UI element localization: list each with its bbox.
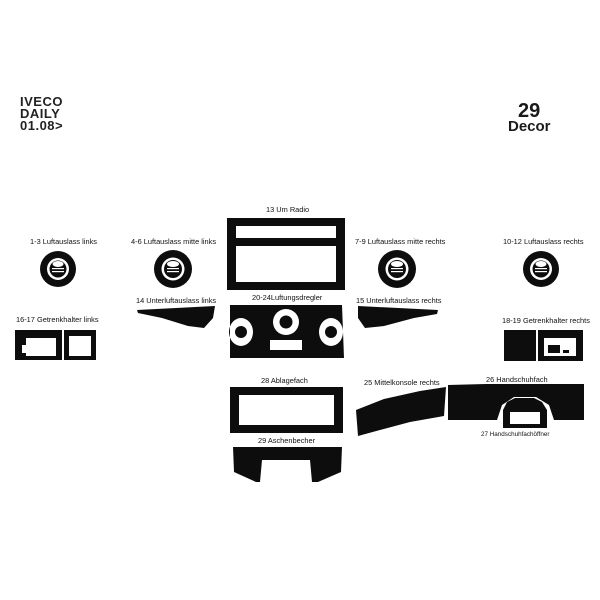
label-vent-left: 1-3 Luftauslass links	[30, 237, 97, 246]
part-vent-right	[523, 251, 559, 287]
label-lower-vent-right: 15 Unterluftauslass rechts	[356, 296, 442, 305]
label-vent-mid-right: 7-9 Luftauslass mitte rechts	[355, 237, 446, 246]
label-cupholder-right: 18-19 Getrenkhalter rechts	[502, 316, 590, 325]
part-vent-mid-left	[154, 250, 192, 288]
label-glovebox: 26 Handschuhfach	[486, 375, 548, 384]
part-console-right	[356, 387, 446, 436]
part-lower-vent-left	[137, 306, 215, 328]
label-vent-mid-left: 4-6 Luftauslass mitte links	[131, 237, 217, 246]
label-ashtray: 29 Aschenbecher	[258, 436, 316, 445]
brand-name: IVECO	[20, 94, 63, 109]
label-cupholder-left: 16-17 Getrenkhalter links	[16, 315, 99, 324]
label-storage: 28 Ablagefach	[261, 376, 308, 385]
part-lower-vent-right	[358, 306, 438, 328]
part-cupholder-left	[15, 330, 96, 360]
label-glovebox-opener: 27 Handschuhfachöffner	[481, 431, 550, 438]
part-radio-surround	[227, 218, 345, 290]
part-storage-tray	[230, 387, 343, 433]
label-console-right: 25 Mittelkonsole rechts	[364, 378, 440, 387]
label-vent-right: 10-12 Luftauslass rechts	[503, 237, 584, 246]
part-regulator-panel	[229, 305, 344, 358]
kit-number: 29	[518, 100, 541, 122]
model-date: 01.08>	[20, 118, 64, 133]
part-vent-left	[40, 251, 76, 287]
label-radio: 13 Um Radio	[266, 205, 310, 214]
label-lower-vent-left: 14 Unterluftauslass links	[136, 296, 217, 305]
part-glovebox	[448, 384, 584, 428]
part-vent-mid-right	[378, 250, 416, 288]
kit-name: Decor	[508, 118, 551, 135]
part-ashtray	[233, 447, 342, 482]
part-cupholder-right	[504, 330, 583, 361]
label-regulator: 20-24Luftungsdregler	[252, 293, 323, 302]
model-name: DAILY	[20, 106, 61, 121]
